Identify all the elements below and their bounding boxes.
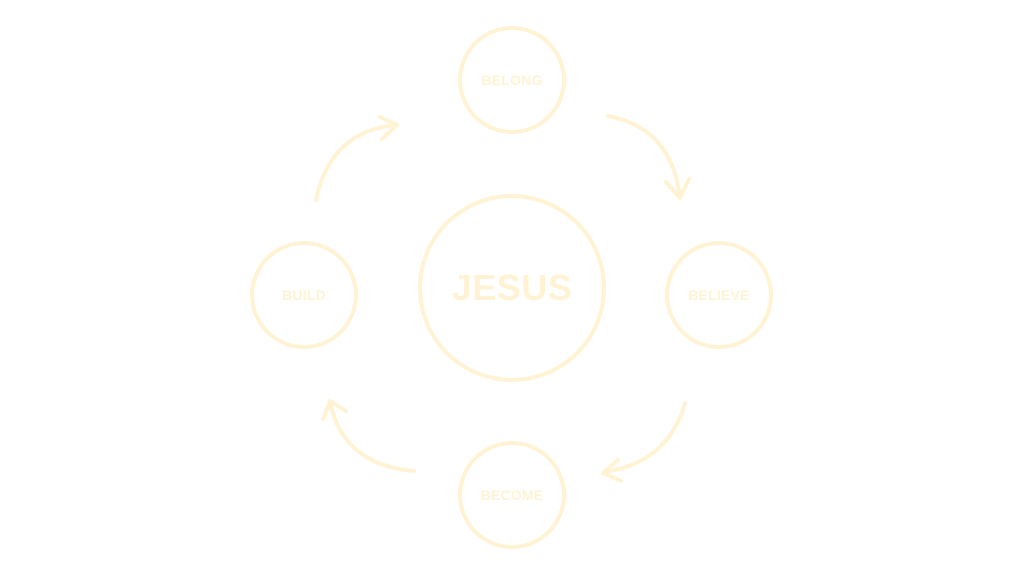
cycle-node-label-become: BECOME <box>480 487 544 503</box>
center-node-label: JESUS <box>451 267 573 308</box>
cycle-node-label-believe: BELIEVE <box>688 287 750 303</box>
center-node-jesus: JESUS <box>418 194 606 382</box>
cycle-node-label-belong: BELONG <box>481 72 543 88</box>
arrow-believe-to-become <box>601 401 687 483</box>
cycle-node-build: BUILD <box>250 241 358 349</box>
arrow-become-to-build <box>321 399 416 473</box>
cycle-node-label-build: BUILD <box>282 287 326 303</box>
arrow-build-to-belong <box>314 115 399 202</box>
arrow-belong-to-believe <box>606 114 691 200</box>
cycle-node-belong: BELONG <box>458 26 566 134</box>
cycle-node-believe: BELIEVE <box>665 241 773 349</box>
cycle-node-become: BECOME <box>458 441 566 549</box>
